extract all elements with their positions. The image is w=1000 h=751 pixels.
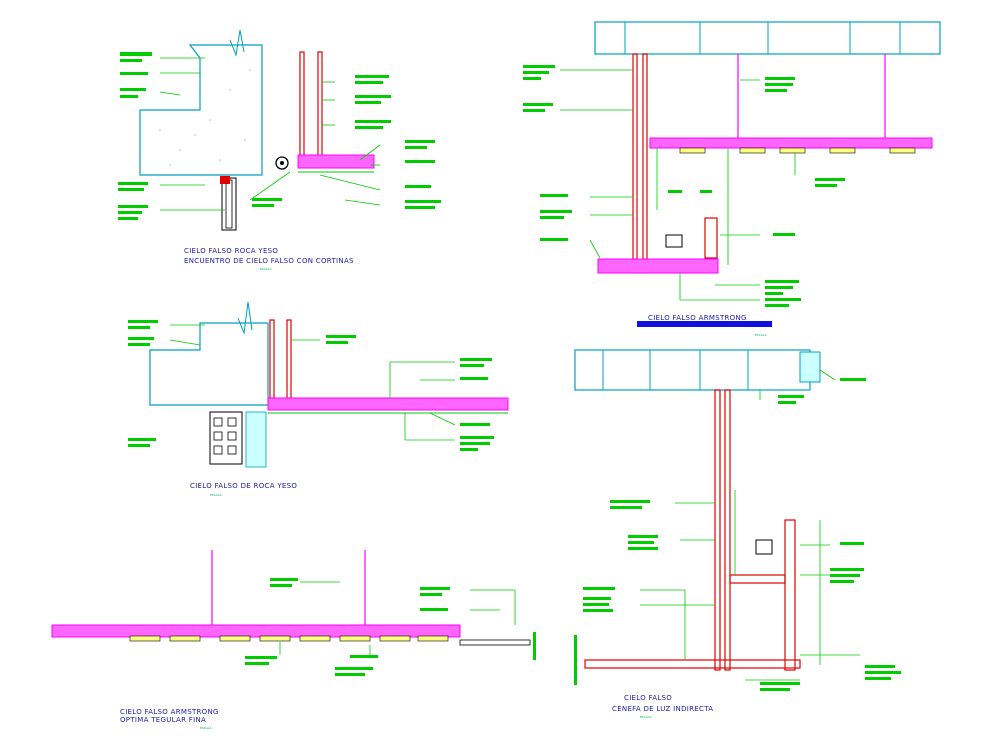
concrete-beam (139, 44, 263, 176)
lamp-icon (755, 539, 773, 555)
hanger-wires (211, 550, 366, 625)
leader-text-blocks (118, 52, 441, 220)
gypsum-board-3 (584, 659, 801, 669)
armstrong-grid (51, 624, 461, 638)
detail-5-title: CIELO FALSO (624, 694, 672, 702)
curtain-rod-icon (275, 156, 289, 170)
title-underline (637, 321, 772, 327)
window-frame (221, 177, 237, 231)
concrete-beam-2 (149, 322, 269, 406)
light-box (704, 217, 718, 259)
detail-roca-yeso-cortinas: CIELO FALSO ROCA YESO ENCUENTRO DE CIELO… (118, 29, 441, 271)
detail-roca-yeso: CIELO FALSO DE ROCA YESO ESCALA (128, 301, 509, 497)
detail-2-title: CIELO FALSO DE ROCA YESO (190, 482, 297, 490)
gypsum-board-2 (267, 397, 509, 411)
ceiling-tiles (129, 635, 449, 642)
detail-4-scale: ESCALA (755, 333, 768, 337)
slab-2 (574, 349, 811, 391)
lamp-icon (665, 234, 683, 248)
leaders (159, 57, 381, 211)
concrete-hatch (159, 69, 251, 166)
detail-armstrong: CIELO FALSO ARMSTRONG ESCALA (523, 21, 941, 337)
curtain-profile-2 (317, 51, 323, 163)
window-grid (209, 411, 243, 465)
break-line-icon (229, 29, 245, 57)
detail-armstrong-tegular: CIELO FALSO ARMSTRONG OPTIMA TEGULAR FIN… (51, 550, 536, 730)
detail-1-scale: ESCALA (260, 267, 273, 271)
detail-3-title: CIELO FALSO ARMSTRONG (120, 708, 219, 716)
detail-1-title: CIELO FALSO ROCA YESO (184, 247, 278, 255)
break-line-icon (237, 301, 253, 335)
gypsum-board (297, 154, 375, 169)
detail-3-subtitle: OPTIMA TEGULAR FINA (120, 716, 206, 724)
detail-1-subtitle: ENCUENTRO DE CIELO FALSO CON CORTINAS (184, 257, 354, 265)
armstrong-grid-2 (649, 137, 933, 149)
detail-4-title: CIELO FALSO ARMSTRONG (648, 314, 747, 322)
detail-2-scale: ESCALA (210, 493, 223, 497)
detail-5-subtitle: CENEFA DE LUZ INDIRECTA (612, 705, 713, 713)
detail-cenefa-luz-indirecta: CIELO FALSO CENEFA DE LUZ INDIRECTA ESCA… (574, 349, 901, 719)
window-frame-2 (799, 351, 821, 383)
detail-5-scale: ESCALA (640, 715, 653, 719)
detail-3-scale: ESCALA (200, 726, 213, 730)
curtain-profile (299, 51, 305, 163)
